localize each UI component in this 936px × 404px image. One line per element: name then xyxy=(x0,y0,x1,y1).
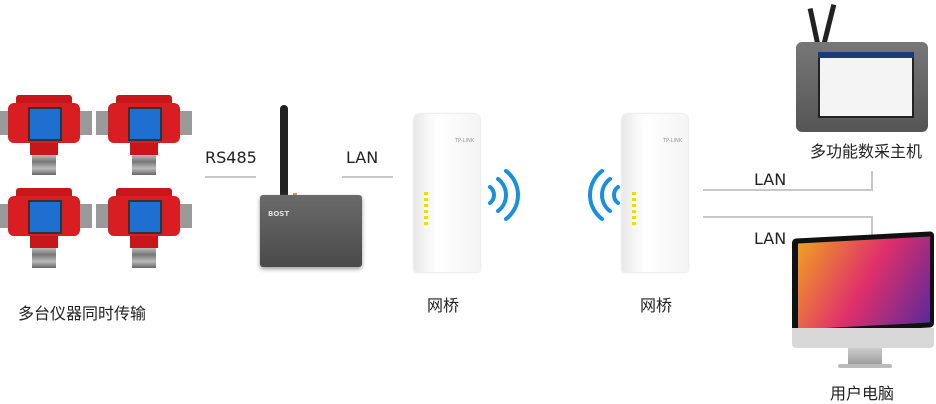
bridge-right-label: 网桥 xyxy=(640,296,673,315)
lan-left-label: LAN xyxy=(346,148,379,167)
lan-bottom-connector xyxy=(703,216,873,218)
lan-bottom-label: LAN xyxy=(754,229,787,248)
lan-bottom-connector-drop xyxy=(871,216,873,237)
gas-detector xyxy=(96,188,192,268)
instruments-label: 多台仪器同时传输 xyxy=(18,304,147,323)
gas-detector xyxy=(96,95,192,175)
lan-top-connector-riser xyxy=(871,171,873,191)
lan-left-connector xyxy=(342,176,393,178)
lan-top-label: LAN xyxy=(754,170,787,189)
rs485-connector xyxy=(205,176,256,178)
gas-detector xyxy=(0,95,92,175)
lan-top-connector xyxy=(703,189,873,191)
wifi-signal-icon xyxy=(488,169,520,221)
wireless-bridge-right: TP-LINK xyxy=(622,114,688,272)
rs485-label: RS485 xyxy=(205,148,257,167)
host-label: 多功能数采主机 xyxy=(810,142,923,161)
wifi-signal-icon xyxy=(588,169,620,221)
gas-detector xyxy=(0,188,92,268)
wireless-bridge-left: TP-LINK xyxy=(414,114,480,272)
bridge-left-label: 网桥 xyxy=(427,296,460,315)
pc-label: 用户电脑 xyxy=(830,384,895,403)
